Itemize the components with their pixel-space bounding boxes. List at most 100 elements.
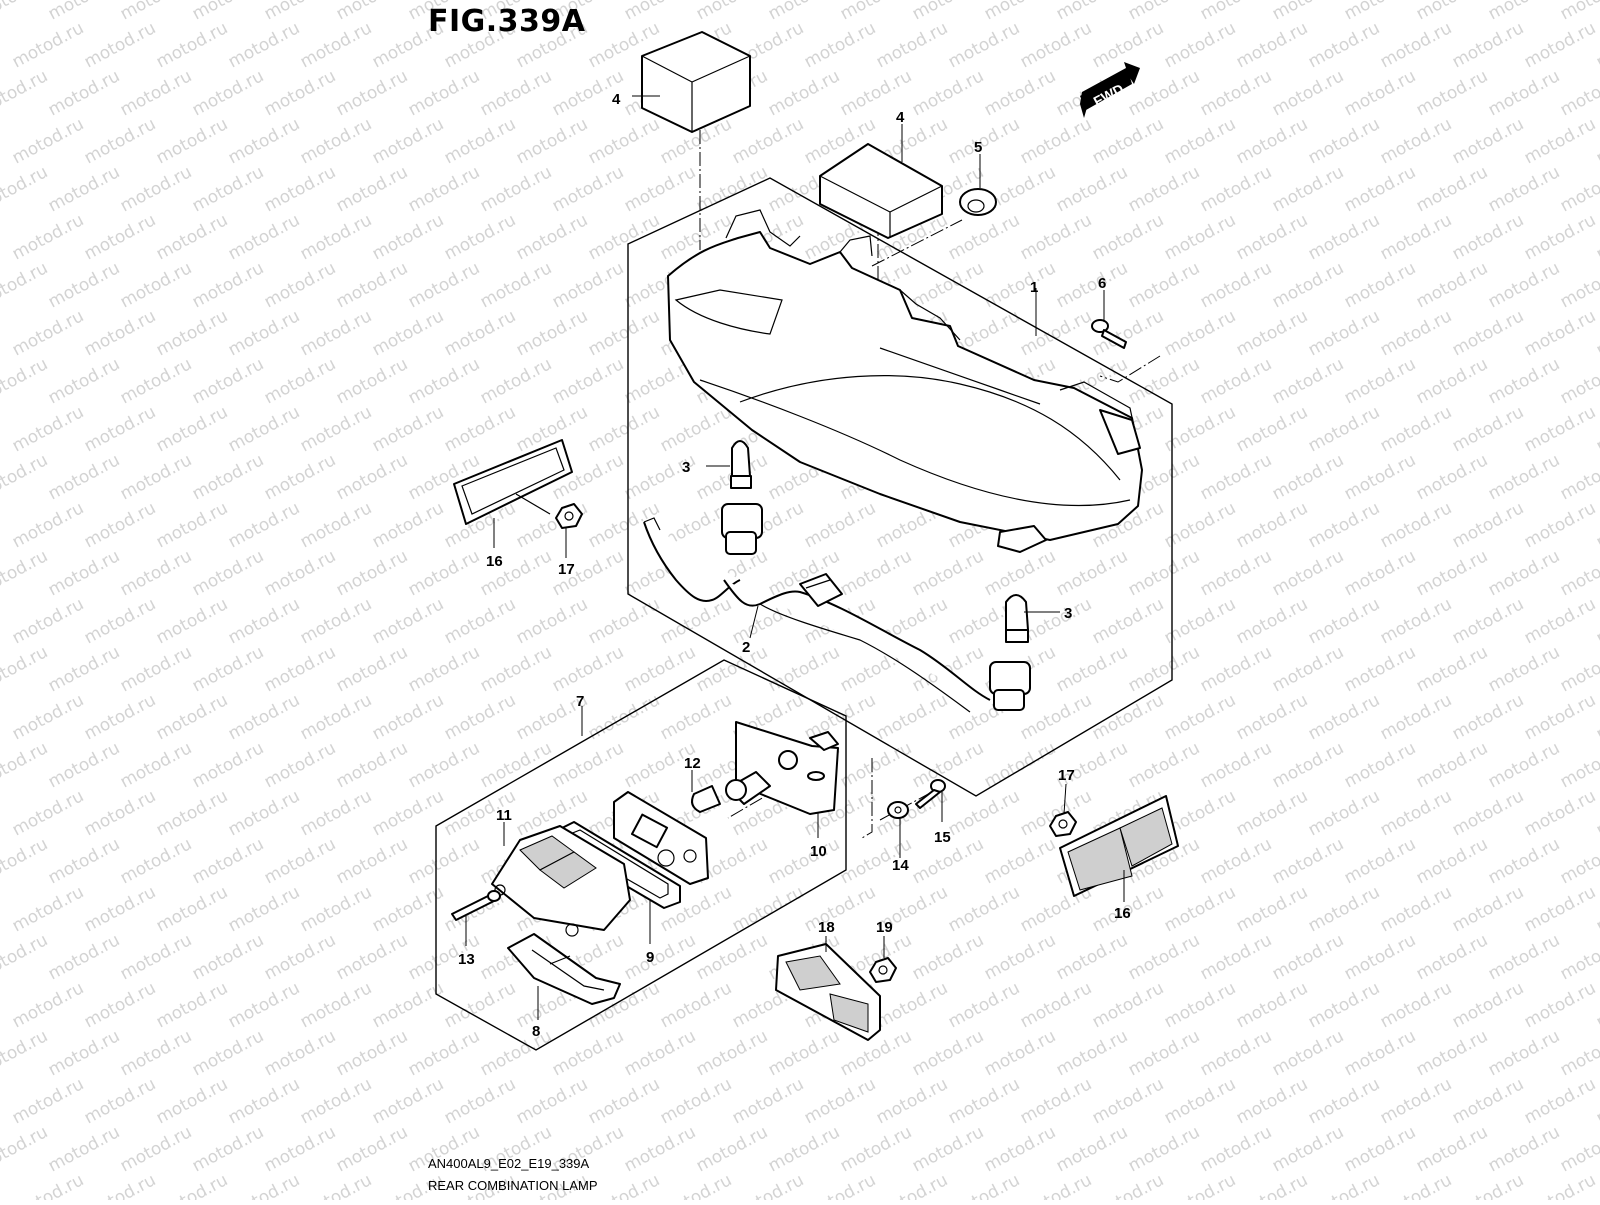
watermark-text: motod.ru: [1557, 834, 1600, 888]
screw-part-15: [915, 779, 946, 809]
watermark-text: motod.ru: [189, 258, 267, 312]
reflector-part-16-left: [453, 439, 573, 525]
watermark-text: motod.ru: [1053, 162, 1131, 216]
watermark-text: motod.ru: [1161, 882, 1239, 936]
callout-16: 16: [1114, 905, 1131, 922]
watermark-text: motod.ru: [1449, 1170, 1527, 1200]
watermark-text: motod.ru: [981, 1026, 1059, 1080]
watermark-text: motod.ru: [1233, 114, 1311, 168]
watermark-text: motod.ru: [657, 402, 735, 456]
watermark-text: motod.ru: [117, 450, 195, 504]
watermark-text: motod.ru: [1377, 18, 1455, 72]
callout-2: 2: [742, 639, 750, 656]
watermark-text: motod.ru: [1305, 786, 1383, 840]
watermark-text: motod.ru: [1233, 1074, 1311, 1128]
figure-description: REAR COMBINATION LAMP: [428, 1178, 598, 1193]
watermark-text: motod.ru: [1485, 66, 1563, 120]
watermark-text: motod.ru: [1449, 1074, 1527, 1128]
watermark-text: motod.ru: [81, 402, 159, 456]
watermark-text: motod.ru: [1521, 1170, 1599, 1200]
watermark-text: motod.ru: [261, 642, 339, 696]
watermark-text: motod.ru: [117, 66, 195, 120]
watermark-text: motod.ru: [1305, 690, 1383, 744]
watermark-text: motod.ru: [513, 210, 591, 264]
watermark-text: motod.ru: [801, 18, 879, 72]
watermark-text: motod.ru: [1449, 594, 1527, 648]
watermark-text: motod.ru: [1269, 642, 1347, 696]
watermark-text: motod.ru: [261, 258, 339, 312]
watermark-text: motod.ru: [189, 738, 267, 792]
watermark-text: motod.ru: [945, 210, 1023, 264]
watermark-text: motod.ru: [1269, 258, 1347, 312]
watermark-text: motod.ru: [1233, 978, 1311, 1032]
watermark-text: motod.ru: [837, 1122, 915, 1176]
watermark-text: motod.ru: [1377, 594, 1455, 648]
watermark-text: motod.ru: [549, 642, 627, 696]
watermark-text: motod.ru: [117, 1026, 195, 1080]
watermark-text: motod.ru: [1269, 66, 1347, 120]
watermark-text: motod.ru: [9, 1170, 87, 1200]
watermark-text: motod.ru: [297, 594, 375, 648]
nut-part-17-left: [555, 503, 583, 529]
watermark-text: motod.ru: [1413, 450, 1491, 504]
watermark-text: motod.ru: [153, 1170, 231, 1200]
watermark-text: motod.ru: [81, 690, 159, 744]
watermark-text: motod.ru: [1305, 1170, 1383, 1200]
watermark-text: motod.ru: [1449, 978, 1527, 1032]
watermark-text: motod.ru: [477, 738, 555, 792]
watermark-text: motod.ru: [0, 642, 51, 696]
watermark-text: motod.ru: [1053, 0, 1131, 24]
pad-part-4-lower: [819, 143, 943, 239]
watermark-text: motod.ru: [909, 0, 987, 24]
tail-lamp-housing-part-1: [667, 209, 1143, 553]
watermark-text: motod.ru: [153, 882, 231, 936]
watermark-text: motod.ru: [1341, 738, 1419, 792]
watermark-text: motod.ru: [585, 210, 663, 264]
watermark-text: motod.ru: [369, 210, 447, 264]
watermark-text: motod.ru: [1233, 18, 1311, 72]
watermark-text: motod.ru: [1341, 258, 1419, 312]
callout-8: 8: [532, 1023, 540, 1040]
watermark-text: motod.ru: [693, 642, 771, 696]
lens-part-11: [491, 825, 631, 937]
watermark-text: motod.ru: [1557, 66, 1600, 120]
watermark-text: motod.ru: [981, 930, 1059, 984]
watermark-text: motod.ru: [1449, 690, 1527, 744]
watermark-text: motod.ru: [333, 1122, 411, 1176]
watermark-text: motod.ru: [765, 834, 843, 888]
watermark-text: motod.ru: [1557, 1026, 1600, 1080]
watermark-text: motod.ru: [117, 0, 195, 24]
watermark-text: motod.ru: [585, 402, 663, 456]
callout-7: 7: [576, 693, 584, 710]
watermark-text: motod.ru: [873, 690, 951, 744]
watermark-text: motod.ru: [657, 1074, 735, 1128]
watermark-text: motod.ru: [621, 1122, 699, 1176]
watermark-text: motod.ru: [189, 546, 267, 600]
watermark-text: motod.ru: [0, 930, 51, 984]
watermark-text: motod.ru: [1233, 402, 1311, 456]
watermark-text: motod.ru: [1269, 834, 1347, 888]
watermark-text: motod.ru: [369, 498, 447, 552]
watermark-text: motod.ru: [981, 738, 1059, 792]
watermark-text: motod.ru: [45, 354, 123, 408]
watermark-text: motod.ru: [1377, 210, 1455, 264]
watermark-text: motod.ru: [153, 1074, 231, 1128]
watermark-text: motod.ru: [1233, 690, 1311, 744]
watermark-text: motod.ru: [405, 834, 483, 888]
watermark-text: motod.ru: [1305, 882, 1383, 936]
watermark-text: motod.ru: [225, 210, 303, 264]
watermark-text: motod.ru: [333, 258, 411, 312]
watermark-text: motod.ru: [693, 0, 771, 24]
watermark-text: motod.ru: [1341, 1122, 1419, 1176]
watermark-text: motod.ru: [1449, 498, 1527, 552]
watermark-text: motod.ru: [297, 690, 375, 744]
watermark-text: motod.ru: [1269, 1026, 1347, 1080]
watermark-text: motod.ru: [117, 930, 195, 984]
watermark-text: motod.ru: [1449, 114, 1527, 168]
watermark-text: motod.ru: [333, 450, 411, 504]
callout-12: 12: [684, 755, 701, 772]
watermark-text: motod.ru: [369, 690, 447, 744]
watermark-text: motod.ru: [585, 114, 663, 168]
bulb-part-12: [691, 785, 721, 813]
